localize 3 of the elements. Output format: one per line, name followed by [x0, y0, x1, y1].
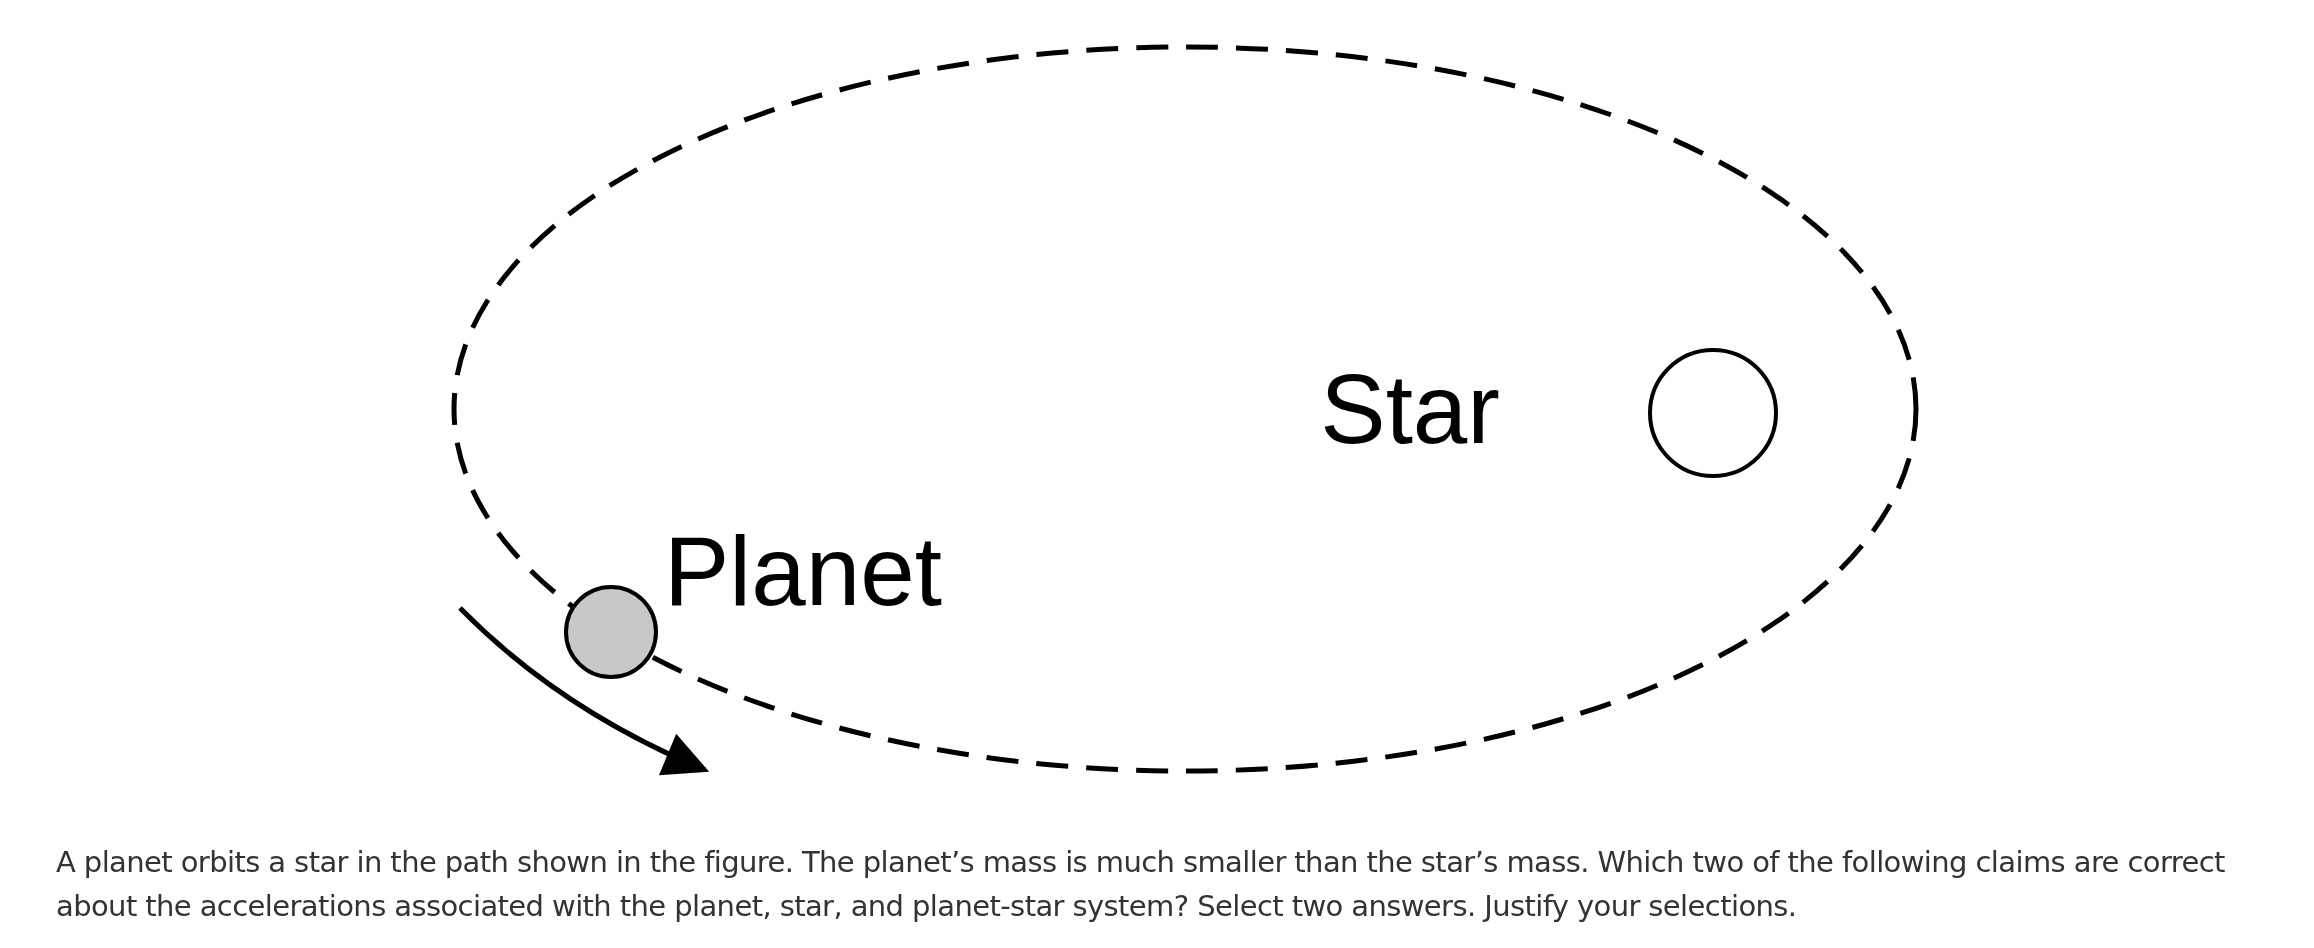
planet-label: Planet	[664, 522, 942, 620]
star-label: Star	[1320, 360, 1500, 458]
question-text: A planet orbits a star in the path shown in the figure. The planet’s mass is much smaller than the star’s mass. Which two of the following claims are correct about the accelerations associated with the planet, star, and planet-star system? Select two answers. Justify your selections.	[56, 844, 2226, 925]
